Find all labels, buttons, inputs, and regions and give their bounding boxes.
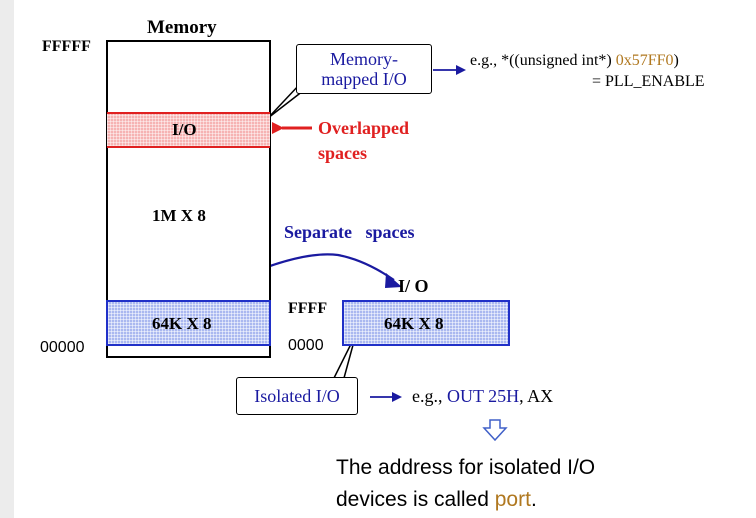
slide-left-margin	[0, 0, 14, 518]
memory-mapped-io-box: Memory- mapped I/O	[296, 44, 432, 94]
isolated-example: e.g., OUT 25H, AX	[412, 386, 553, 407]
memory-mapped-example: e.g., *((unsigned int*) 0x57FF0)	[470, 52, 679, 70]
memory-mapped-line2: mapped I/O	[321, 69, 407, 89]
overlapped-label-line1: Overlapped	[318, 118, 410, 138]
mm-example-suffix: )	[673, 52, 679, 69]
down-arrow-icon	[482, 419, 508, 442]
isolated-io-box: Isolated I/O	[236, 377, 358, 415]
memory-mapped-line1: Memory-	[330, 49, 398, 69]
overlapped-label-line2: spaces	[318, 143, 367, 163]
mm-example-prefix: e.g., *((unsigned int*)	[470, 52, 616, 69]
memory-low-64k-band	[106, 300, 271, 346]
caption-line1: The address for isolated I/O	[336, 456, 596, 479]
caption-line2: devices is called port.	[336, 484, 595, 516]
address-top-label: FFFFF	[42, 38, 91, 55]
memory-low-label: 64K X 8	[152, 314, 212, 333]
mm-example-address: 0x57FF0	[615, 52, 674, 69]
separate-right-arrowhead	[385, 273, 402, 288]
io-address-top-label: FFFF	[288, 300, 328, 317]
separate-spaces-label: Separate spaces	[284, 222, 415, 242]
address-bottom-label: 00000	[40, 339, 85, 356]
isolated-example-prefix: e.g.,	[412, 386, 447, 406]
memory-title: Memory	[147, 17, 217, 38]
isolated-io-space-band	[342, 300, 510, 346]
caption-port: port	[494, 488, 531, 511]
isolated-example-instruction: OUT 25H	[447, 386, 520, 406]
memory-size-label: 1M X 8	[152, 206, 206, 225]
isolated-example-suffix: , AX	[519, 386, 554, 406]
io-space-title: I/ O	[398, 276, 429, 296]
caption-line2-prefix: devices is called	[336, 488, 495, 511]
memory-mapped-example-line2: = PLL_ENABLE	[592, 73, 705, 90]
io-band-label: I/O	[172, 120, 197, 139]
io-address-bottom-label: 0000	[288, 337, 324, 354]
memory-mapped-io-band	[107, 112, 270, 148]
io-space-label: 64K X 8	[384, 314, 444, 333]
caption-line2-suffix: .	[530, 488, 537, 511]
caption: The address for isolated I/O devices is …	[336, 452, 595, 516]
